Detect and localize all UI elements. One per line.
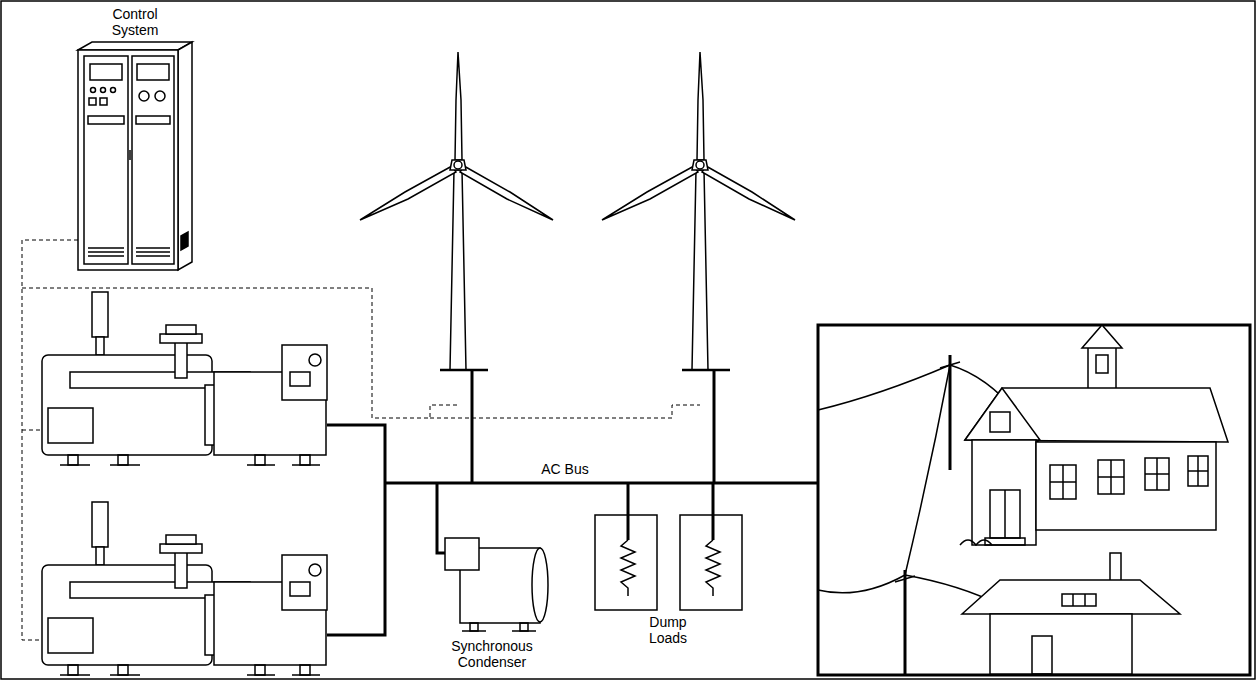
synchronous-condenser bbox=[445, 538, 548, 631]
wind-turbine bbox=[360, 52, 553, 483]
diesel-generator bbox=[42, 292, 327, 465]
dump-load-label: Dump Loads bbox=[640, 614, 696, 646]
cabinet-label: Control System bbox=[100, 6, 170, 38]
wind-turbine bbox=[602, 52, 795, 483]
power-wiring bbox=[327, 425, 818, 635]
diesel-generator bbox=[42, 502, 327, 675]
dump-load bbox=[595, 515, 742, 610]
bus-label: AC Bus bbox=[525, 461, 605, 477]
control-cabinet bbox=[78, 42, 192, 270]
community-panel bbox=[818, 325, 1250, 675]
condenser-label: Synchronous Condenser bbox=[442, 638, 542, 670]
